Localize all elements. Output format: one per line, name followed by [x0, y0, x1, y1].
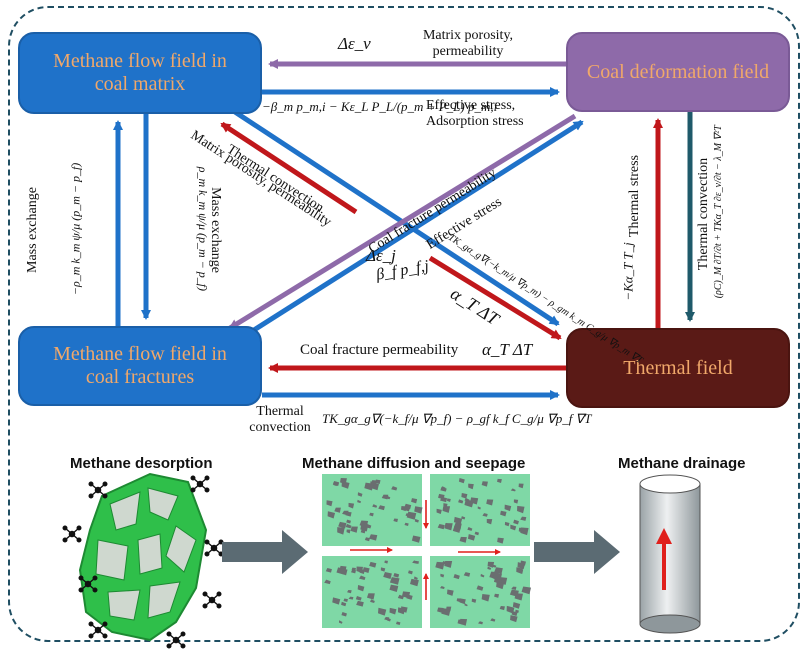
- methane-molecule-icon: [88, 481, 108, 499]
- thermal-formula-bottom: TK_gα_g∇(−k_f/μ ∇p_f) − ρ_gf k_f C_g/μ ∇…: [322, 411, 592, 426]
- diffusion-header: Methane diffusion and seepage: [302, 455, 526, 472]
- arrow-deform-to-fractures: [228, 113, 577, 331]
- delta-ej-label: Δε_j: [366, 246, 396, 265]
- thermal-conv-formula-right: (ρC)_M ∂T/∂t + TKα_T ∂ε_v/∂t − λ_M ∇²T: [712, 125, 724, 299]
- thermal-convection-bottom-label: Thermal convection: [249, 404, 311, 436]
- arrow-fractures-to-deform: [252, 119, 584, 333]
- methane-molecule-icon: [202, 591, 222, 609]
- fracture-flow-box: Methane flow field in coal fractures: [18, 326, 262, 406]
- thermal-label: Thermal field: [623, 356, 733, 379]
- methane-molecule-icon: [204, 539, 224, 557]
- drainage-pipe-icon: [639, 474, 701, 634]
- dashed-frame: [8, 6, 800, 642]
- alpha-dt-bottom-label: α_T ΔT: [482, 340, 533, 359]
- arrow-thermal-to-matrix: [220, 121, 358, 215]
- methane-molecule-icon: [78, 575, 98, 593]
- methane-molecule-icon: [166, 631, 186, 649]
- arrow-thermal-to-fractures-diag: [428, 255, 562, 341]
- deformation-box: Coal deformation field: [566, 32, 790, 112]
- matrix-flow-box: Methane flow field in coal matrix: [18, 32, 262, 114]
- effective-adsorption-label: Effective stress, Adsorption stress: [426, 98, 524, 130]
- mass-formula-left: −ρ_m k_m ψ/μ (p_m − p_f): [68, 162, 83, 296]
- thermal-stress-label: Thermal stress: [626, 155, 642, 238]
- adsorption-formula: −β_m p_m,i − Kε_L P_L/(p_m + P_L) p_m,i: [262, 99, 498, 114]
- matrix-flow-label: Methane flow field in coal matrix: [53, 50, 227, 95]
- methane-molecule-icon: [190, 475, 210, 493]
- grey-arrow-2: [534, 530, 620, 574]
- coal-fracture-perm-bottom-label: Coal fracture permeability: [300, 342, 459, 358]
- coal-particle-icon: [78, 472, 208, 642]
- neg-k-alpha-label: −Kα_T T_j: [620, 242, 636, 301]
- arrow-matrix-to-thermal: [230, 107, 560, 327]
- drainage-header: Methane drainage: [618, 455, 746, 472]
- mass-formula-right: ρ_m k_m ψ/μ (p_m − p_f): [196, 166, 211, 292]
- fracture-flow-label: Methane flow field in coal fractures: [53, 343, 227, 388]
- deformation-label: Coal deformation field: [586, 60, 770, 83]
- methane-molecule-icons: [62, 475, 224, 649]
- methane-molecule-icon: [88, 621, 108, 639]
- mass-exchange-left-label: Mass exchange: [24, 187, 40, 274]
- thermal-box: Thermal field: [566, 328, 790, 408]
- matrix-porosity-top-label: Matrix porosity, permeability: [422, 28, 514, 60]
- desorption-header: Methane desorption: [70, 455, 213, 472]
- delta-ev-label: Δε_v: [338, 34, 371, 53]
- thermal-convection-right-label: Thermal convection: [696, 157, 712, 271]
- grey-arrow-1: [222, 530, 308, 574]
- seepage-grid: [322, 474, 531, 628]
- methane-molecule-icon: [62, 525, 82, 543]
